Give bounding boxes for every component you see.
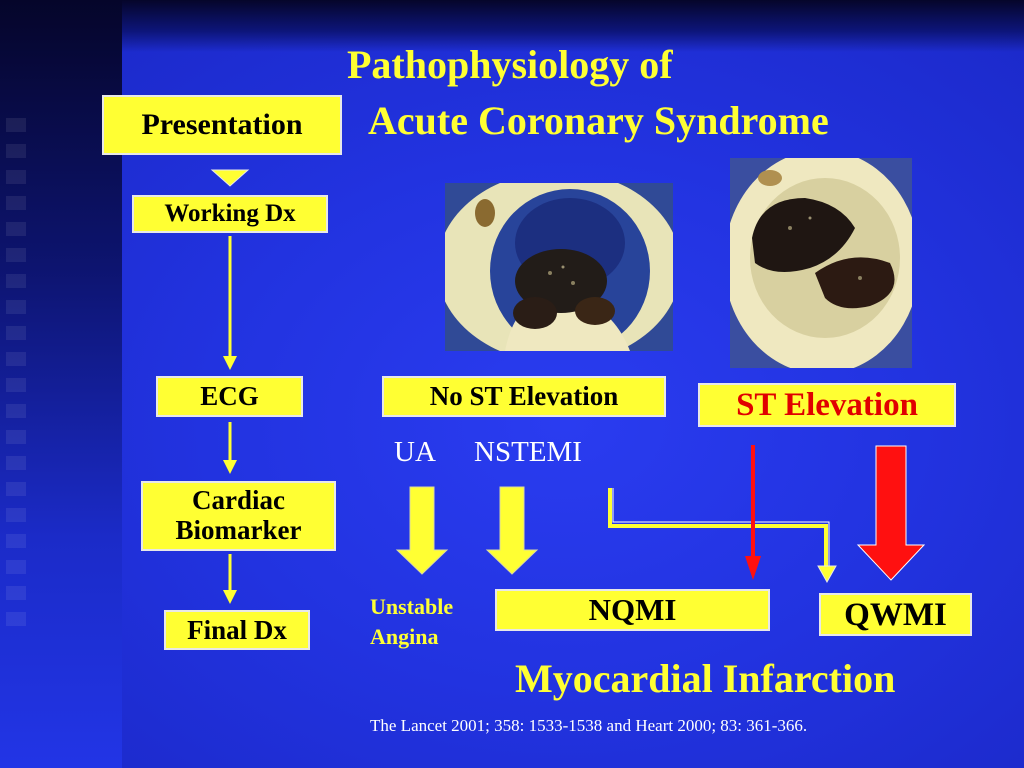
no-st-elevation-box: No ST Elevation xyxy=(382,376,666,417)
final-dx-box: Final Dx xyxy=(164,610,310,650)
ecg-label: ECG xyxy=(200,381,259,411)
st-to-nqmi-arrowhead xyxy=(745,556,761,580)
st-to-qwmi-arrow xyxy=(856,445,926,581)
nstemi-to-qwmi-connector xyxy=(608,488,828,568)
title-line-1: Pathophysiology of xyxy=(347,42,673,87)
sidebar-square xyxy=(6,508,26,522)
nqmi-box: NQMI xyxy=(495,589,770,631)
no-st-elevation-label: No ST Elevation xyxy=(429,381,619,411)
sidebar-square xyxy=(6,300,26,314)
sidebar-square xyxy=(6,118,26,132)
working-dx-to-ecg-arrowhead xyxy=(223,356,237,370)
sidebar-square xyxy=(6,274,26,288)
sidebar-gradient xyxy=(0,0,122,768)
title-line-2: Acute Coronary Syndrome xyxy=(368,98,829,143)
qwmi-label: QWMI xyxy=(844,597,947,633)
ecg-to-biomarker-arrowhead xyxy=(223,460,237,474)
presentation-box: Presentation xyxy=(102,95,342,155)
sidebar-square xyxy=(6,430,26,444)
myocardial-infarction-label: Myocardial Infarction xyxy=(515,656,896,701)
citation: The Lancet 2001; 358: 1533-1538 and Hear… xyxy=(370,716,808,735)
presentation-label: Presentation xyxy=(141,108,303,141)
sidebar-square xyxy=(6,456,26,470)
working-dx-label: Working Dx xyxy=(164,200,296,227)
sidebar-square xyxy=(6,170,26,184)
st-elevation-box: ST Elevation xyxy=(698,383,956,427)
sidebar-square xyxy=(6,404,26,418)
angina-label: Angina xyxy=(370,624,439,649)
sidebar-square xyxy=(6,482,26,496)
ecg-box: ECG xyxy=(156,376,303,417)
sidebar-square xyxy=(6,534,26,548)
working-dx-box: Working Dx xyxy=(132,195,328,233)
qwmi-box: QWMI xyxy=(819,593,972,636)
sidebar-square xyxy=(6,586,26,600)
sidebar-square xyxy=(6,248,26,262)
sidebar-square xyxy=(6,326,26,340)
coronary-thrombus-photo-right xyxy=(730,158,912,368)
unstable-angina-label: Unstable Angina xyxy=(370,592,453,652)
sidebar-square xyxy=(6,560,26,574)
nstemi-arrow xyxy=(485,486,539,575)
sidebar-square xyxy=(6,352,26,366)
final-dx-label: Final Dx xyxy=(187,615,287,645)
cardiac-label: Cardiac xyxy=(192,485,285,515)
nstemi-to-qwmi-arrowhead xyxy=(817,565,837,584)
biomarker-label: Biomarker xyxy=(175,515,302,545)
unstable-label: Unstable xyxy=(370,594,454,619)
st-elevation-label: ST Elevation xyxy=(736,387,918,423)
ua-label: UA xyxy=(394,436,436,468)
nstemi-label: NSTEMI xyxy=(474,436,582,468)
cardiac-biomarker-box: Cardiac Biomarker xyxy=(141,481,336,551)
sidebar-square xyxy=(6,612,26,626)
presentation-arrowhead xyxy=(210,169,250,187)
nqmi-label: NQMI xyxy=(588,592,677,627)
top-band xyxy=(122,0,1024,52)
sidebar-square xyxy=(6,378,26,392)
sidebar-square xyxy=(6,144,26,158)
ua-arrow xyxy=(395,486,449,575)
sidebar-square xyxy=(6,222,26,236)
biomarker-to-final-arrowhead xyxy=(223,590,237,604)
sidebar-square xyxy=(6,196,26,210)
sidebar-squares xyxy=(6,118,30,638)
coronary-thrombus-photo-left xyxy=(445,183,673,351)
